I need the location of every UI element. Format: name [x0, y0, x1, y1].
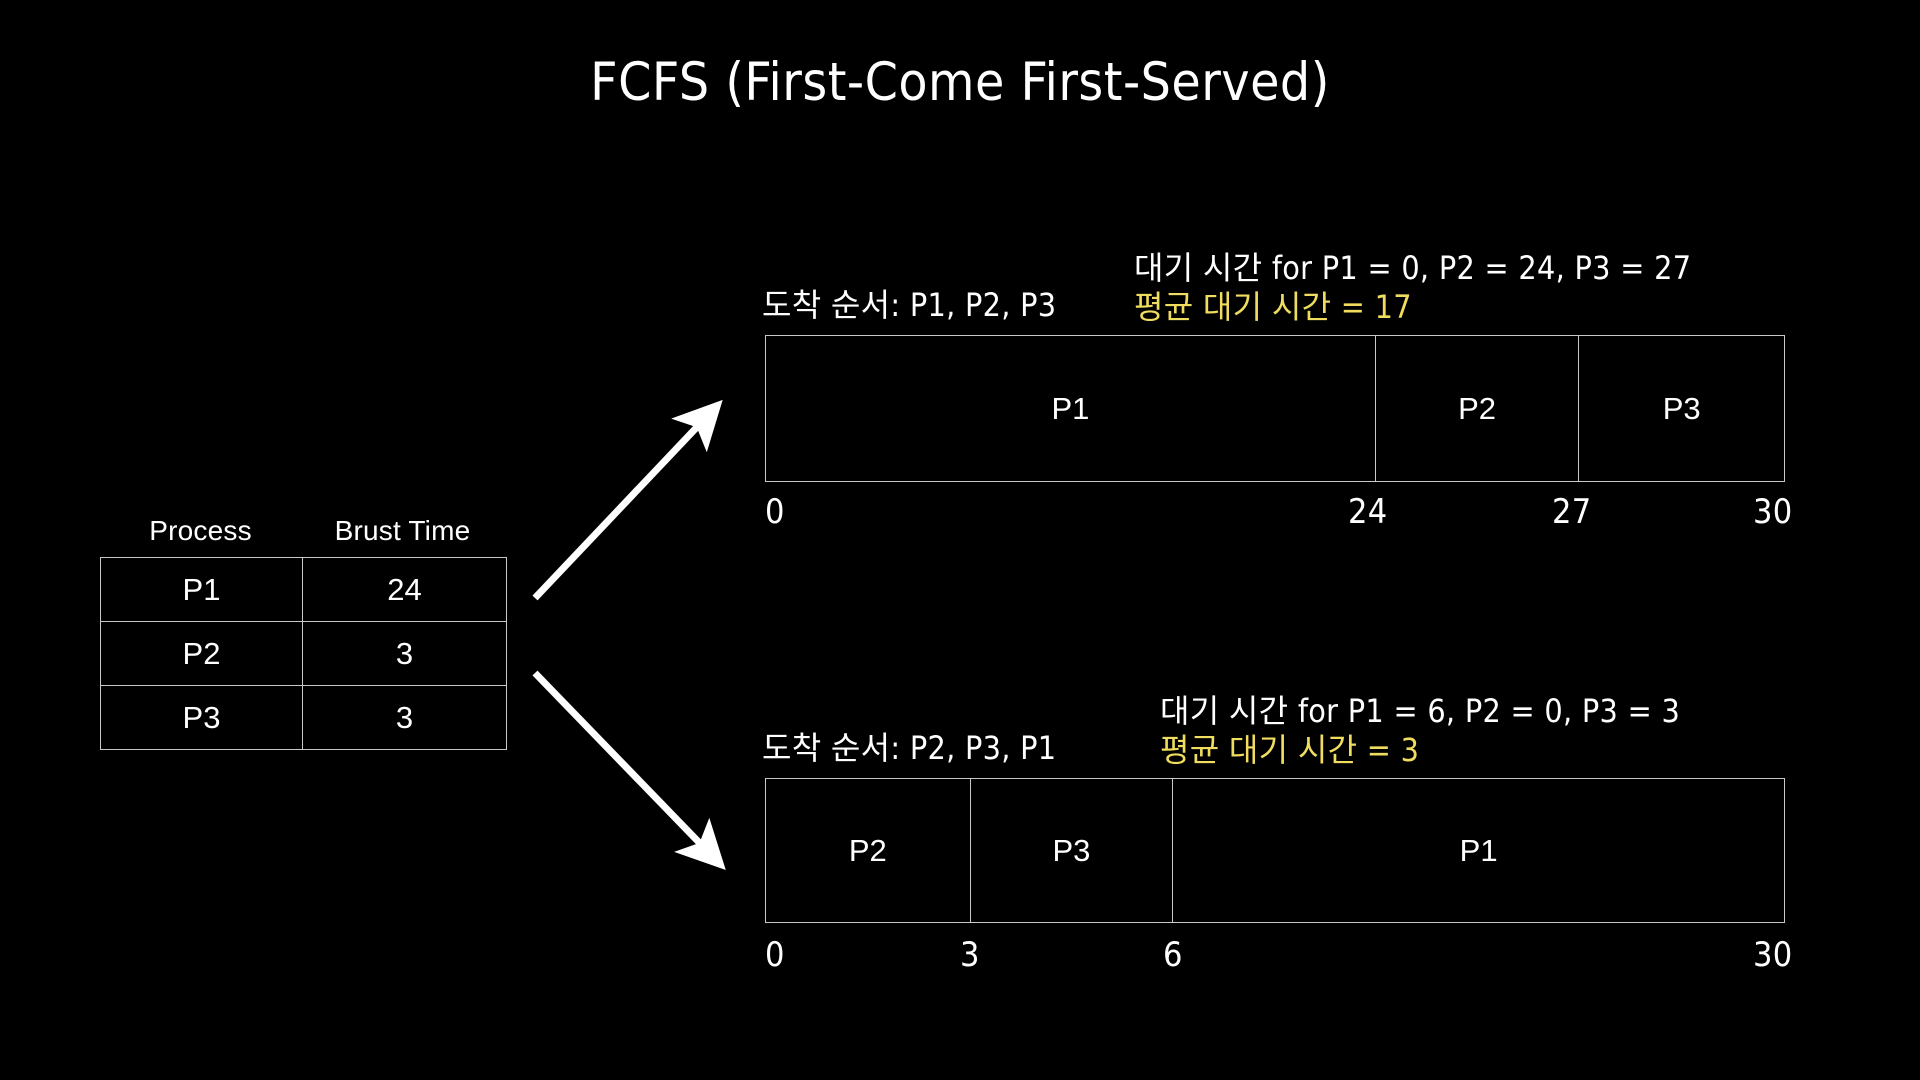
column-header-process: Process	[149, 515, 252, 546]
axis-tick: 30	[1753, 492, 1793, 532]
gantt-segment: P3	[1579, 336, 1784, 481]
axis-tick: 0	[765, 492, 785, 532]
case-2-gantt-bar: P2 P3 P1	[765, 778, 1785, 923]
case-2-average-line: 평균 대기 시간 = 3	[1160, 725, 1419, 771]
axis-tick: 27	[1552, 492, 1592, 532]
axis-tick: 3	[960, 935, 980, 975]
gantt-segment-label: P3	[1662, 390, 1701, 426]
gantt-segment-label: P1	[1459, 832, 1498, 868]
cell-burst: 3	[302, 685, 507, 750]
case-2-axis: 0 3 6 30	[765, 935, 1792, 979]
gantt-segment-label: P3	[1052, 832, 1091, 868]
case-1-axis: 0 24 27 30	[765, 492, 1792, 536]
cell-burst: 3	[302, 621, 507, 686]
axis-tick: 24	[1348, 492, 1388, 532]
average-wait-text: 평균 대기 시간 = 3	[1160, 731, 1420, 769]
wait-line-text: 대기 시간 for P1 = 6, P2 = 0, P3 = 3	[1160, 692, 1681, 730]
process-table-header: Process Brust Time	[100, 505, 504, 557]
axis-tick: 30	[1753, 935, 1793, 975]
table-row: P3 3	[100, 685, 507, 750]
process-table-container: Process Brust Time P1 24 P2 3 P3 3	[100, 505, 507, 750]
wait-line-text: 대기 시간 for P1 = 0, P2 = 24, P3 = 27	[1134, 249, 1692, 287]
case-1-order-label: 도착 순서: P1, P2, P3	[762, 280, 1056, 326]
gantt-segment-label: P2	[1458, 390, 1497, 426]
gantt-segment-label: P2	[848, 832, 887, 868]
case-1-gantt-bar: P1 P2 P3	[765, 335, 1785, 482]
gantt-segment: P3	[971, 779, 1174, 922]
gantt-segment: P1	[1173, 779, 1784, 922]
order-label-text: 도착 순서: P1, P2, P3	[762, 286, 1057, 324]
case-1-average-line: 평균 대기 시간 = 17	[1134, 282, 1412, 328]
column-header-burst-time: Brust Time	[334, 515, 471, 546]
gantt-segment-label: P1	[1051, 390, 1090, 426]
cell-process: P1	[100, 557, 303, 622]
axis-tick: 0	[765, 935, 785, 975]
axis-tick: 6	[1163, 935, 1183, 975]
page-title: FCFS (First-Come First-Served)	[590, 52, 1330, 113]
gantt-segment: P1	[766, 336, 1376, 481]
cell-process: P3	[100, 685, 303, 750]
case-2-order-label: 도착 순서: P2, P3, P1	[762, 723, 1056, 769]
table-row: P1 24	[100, 557, 507, 622]
average-wait-text: 평균 대기 시간 = 17	[1134, 288, 1412, 326]
process-table: P1 24 P2 3 P3 3	[100, 557, 507, 750]
case-1-wait-line: 대기 시간 for P1 = 0, P2 = 24, P3 = 27	[1134, 243, 1691, 289]
case-2-wait-line: 대기 시간 for P1 = 6, P2 = 0, P3 = 3	[1160, 686, 1680, 732]
gantt-segment: P2	[1376, 336, 1580, 481]
order-label-text: 도착 순서: P2, P3, P1	[762, 729, 1057, 767]
gantt-segment: P2	[766, 779, 971, 922]
cell-burst: 24	[302, 557, 507, 622]
